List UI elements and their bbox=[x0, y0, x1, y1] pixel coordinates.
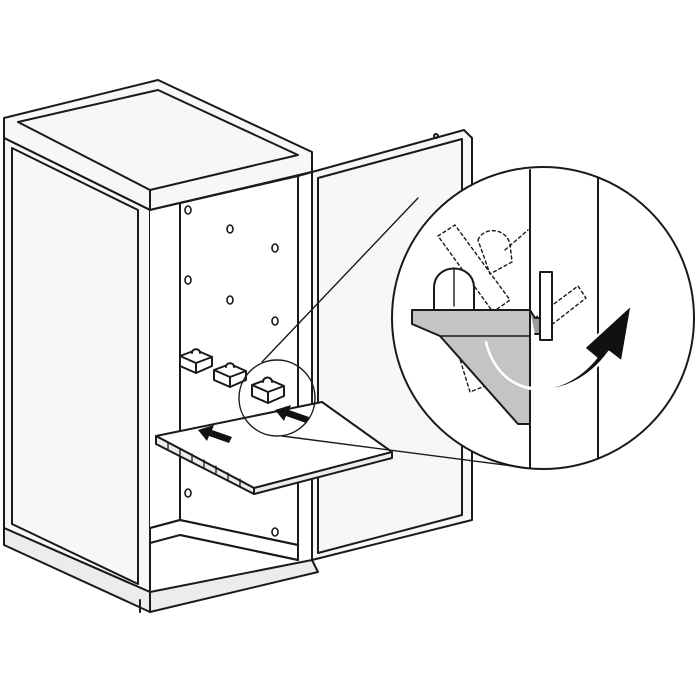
magnified-detail bbox=[391, 166, 695, 470]
cabinet-bottom-compartment bbox=[149, 519, 299, 561]
curved-arrow-up-right-icon bbox=[484, 302, 634, 392]
wall-mounting-holes bbox=[184, 205, 279, 537]
cabinet bbox=[3, 79, 319, 613]
cabinet-back-wall bbox=[149, 202, 181, 529]
bracket-1 bbox=[179, 348, 213, 374]
bracket-2 bbox=[213, 362, 247, 388]
shelf-brackets bbox=[179, 348, 285, 404]
shelf-edge-ribs bbox=[167, 441, 241, 487]
shelf-panel bbox=[155, 401, 393, 495]
bracket-3 bbox=[251, 376, 285, 404]
cabinet-left-side-inner-edge bbox=[11, 147, 139, 585]
cabinet-top-inner bbox=[17, 89, 299, 191]
arrow-left-icon bbox=[275, 405, 309, 423]
bracket-tab bbox=[539, 271, 553, 341]
arrow-left-icon bbox=[198, 425, 232, 443]
detail-callout bbox=[238, 197, 521, 468]
bracket-detail bbox=[411, 267, 553, 425]
